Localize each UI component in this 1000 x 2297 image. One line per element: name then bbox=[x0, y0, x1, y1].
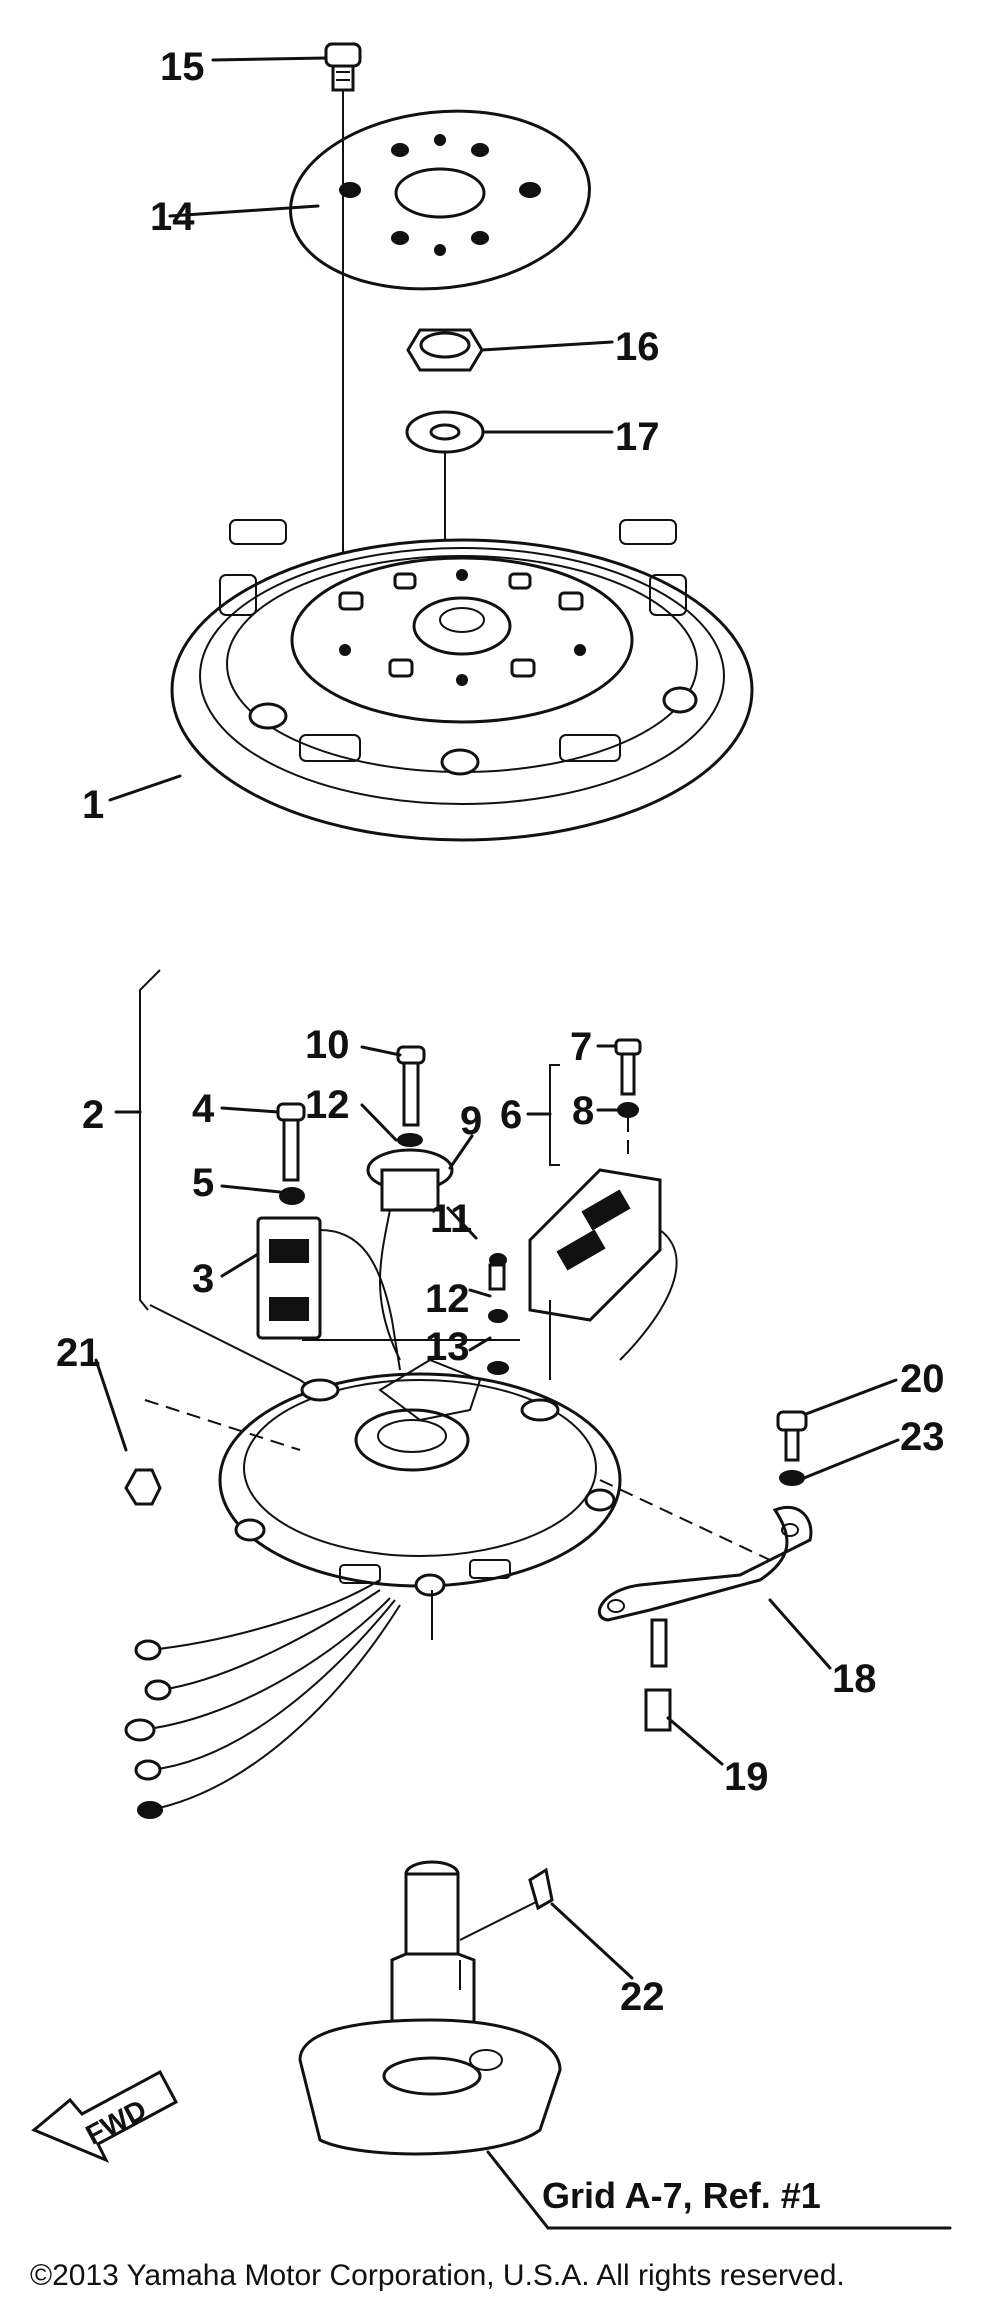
stator-wires bbox=[124, 1579, 401, 1819]
part-20-bolt bbox=[776, 1410, 808, 1462]
part-18-bracket bbox=[597, 1505, 813, 1622]
part-3-coil bbox=[256, 1216, 401, 1371]
callout-2: 2 bbox=[82, 1093, 104, 1137]
callout-11: 11 bbox=[430, 1197, 472, 1241]
callout-12-lower: 12 bbox=[425, 1277, 470, 1321]
part-10-screw bbox=[396, 1045, 426, 1127]
part-23-washer bbox=[779, 1470, 805, 1486]
callout-5: 5 bbox=[192, 1161, 214, 1205]
callout-1: 1 bbox=[82, 783, 104, 827]
callout-12-upper: 12 bbox=[305, 1083, 350, 1127]
callout-16: 16 bbox=[615, 325, 660, 369]
callout-22: 22 bbox=[620, 1975, 665, 2019]
callout-3-left: 3 bbox=[192, 1257, 214, 1301]
part-21-screw bbox=[124, 1468, 162, 1506]
callout-15: 15 bbox=[160, 45, 205, 89]
callout-19: 19 bbox=[724, 1755, 769, 1799]
copyright-notice: ©2013 Yamaha Motor Corporation, U.S.A. A… bbox=[30, 2259, 845, 2292]
callout-20: 20 bbox=[900, 1357, 945, 1401]
part-17-washer bbox=[405, 410, 485, 454]
stator-base-plate bbox=[218, 1358, 622, 1597]
callout-23: 23 bbox=[900, 1415, 945, 1459]
part-14-plate bbox=[289, 109, 591, 291]
part-16-nut bbox=[406, 328, 484, 372]
part-22-key bbox=[528, 1867, 554, 1911]
part-6-coil bbox=[528, 1168, 678, 1361]
part-8-washer bbox=[617, 1102, 639, 1118]
callout-10: 10 bbox=[305, 1023, 350, 1067]
callout-4: 4 bbox=[192, 1087, 215, 1131]
callout-14: 14 bbox=[150, 195, 195, 239]
callout-8: 8 bbox=[572, 1089, 594, 1133]
part-5-washer bbox=[279, 1187, 305, 1205]
part-12-washer bbox=[397, 1133, 423, 1147]
callout-9: 9 bbox=[460, 1099, 482, 1143]
part-7-screw bbox=[614, 1038, 642, 1096]
callout-21: 21 bbox=[56, 1331, 101, 1375]
callout-7: 7 bbox=[570, 1025, 592, 1069]
part-19-part bbox=[644, 1618, 672, 1732]
part-1-flywheel bbox=[170, 519, 754, 842]
callout-18: 18 bbox=[832, 1657, 877, 1701]
callout-17: 17 bbox=[615, 415, 660, 459]
crankshaft-assembly bbox=[298, 1860, 562, 2156]
part-9-part bbox=[366, 1148, 454, 1361]
fwd-arrow: FWD bbox=[31, 2069, 179, 2163]
grid-reference: Grid A-7, Ref. #1 bbox=[542, 2175, 821, 2216]
part-15-bolt bbox=[324, 42, 362, 92]
part-4-screw bbox=[276, 1102, 306, 1182]
callout-13: 13 bbox=[425, 1325, 470, 1369]
callout-6: 6 bbox=[500, 1093, 522, 1137]
